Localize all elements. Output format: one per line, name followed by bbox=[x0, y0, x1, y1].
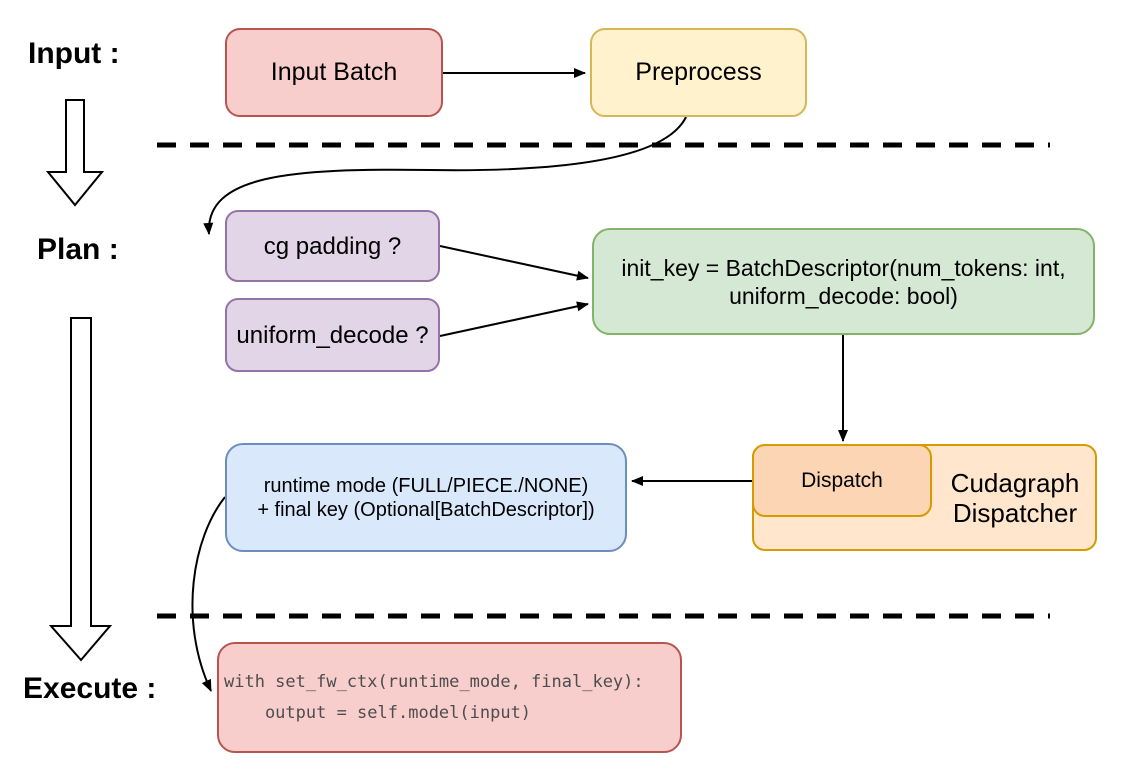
arrow-cgpadding-to-initkey bbox=[439, 245, 589, 281]
node-dispatch: Dispatch bbox=[752, 444, 932, 517]
node-uniform-decode: uniform_decode ? bbox=[225, 298, 440, 372]
node-cg-padding-label: cg padding ? bbox=[263, 232, 402, 260]
stage-arrow-input-to-plan bbox=[45, 99, 105, 207]
node-input-batch-label: Input Batch bbox=[270, 58, 398, 86]
node-dispatch-label: Dispatch bbox=[801, 469, 883, 492]
node-cudagraph-dispatcher-label: Cudagraph Dispatcher bbox=[950, 467, 1080, 528]
node-execute-code: with set_fw_ctx(runtime_mode, final_key)… bbox=[217, 642, 682, 753]
node-uniform-decode-label: uniform_decode ? bbox=[236, 321, 429, 349]
node-init-key-line1: init_key = BatchDescriptor(num_tokens: i… bbox=[621, 254, 1066, 281]
arrow-preprocess-to-cgpadding bbox=[203, 116, 687, 235]
node-init-key: init_key = BatchDescriptor(num_tokens: i… bbox=[592, 228, 1095, 335]
stage-label-input: Input : bbox=[28, 37, 120, 70]
arrow-uniformdecode-to-initkey bbox=[439, 301, 589, 337]
node-input-batch: Input Batch bbox=[225, 28, 443, 117]
node-runtime-mode-line1: runtime mode (FULL/PIECE./NONE) bbox=[263, 474, 589, 497]
stage-arrow-plan-to-execute bbox=[48, 317, 113, 662]
execute-code-line2: output = self.model(input) bbox=[224, 702, 532, 723]
node-runtime-mode-line2: + final key (Optional[BatchDescriptor]) bbox=[257, 498, 595, 521]
execute-code-line1: with set_fw_ctx(runtime_mode, final_key)… bbox=[224, 671, 644, 692]
node-cg-padding: cg padding ? bbox=[225, 210, 440, 282]
stage-label-plan: Plan : bbox=[37, 233, 119, 266]
arrow-runtimemode-to-execute bbox=[191, 496, 226, 692]
node-runtime-mode: runtime mode (FULL/PIECE./NONE) + final … bbox=[225, 443, 627, 552]
stage-label-execute: Execute : bbox=[23, 672, 157, 705]
node-preprocess: Preprocess bbox=[590, 28, 807, 117]
node-init-key-line2: uniform_decode: bool) bbox=[729, 282, 958, 309]
node-preprocess-label: Preprocess bbox=[635, 58, 762, 86]
